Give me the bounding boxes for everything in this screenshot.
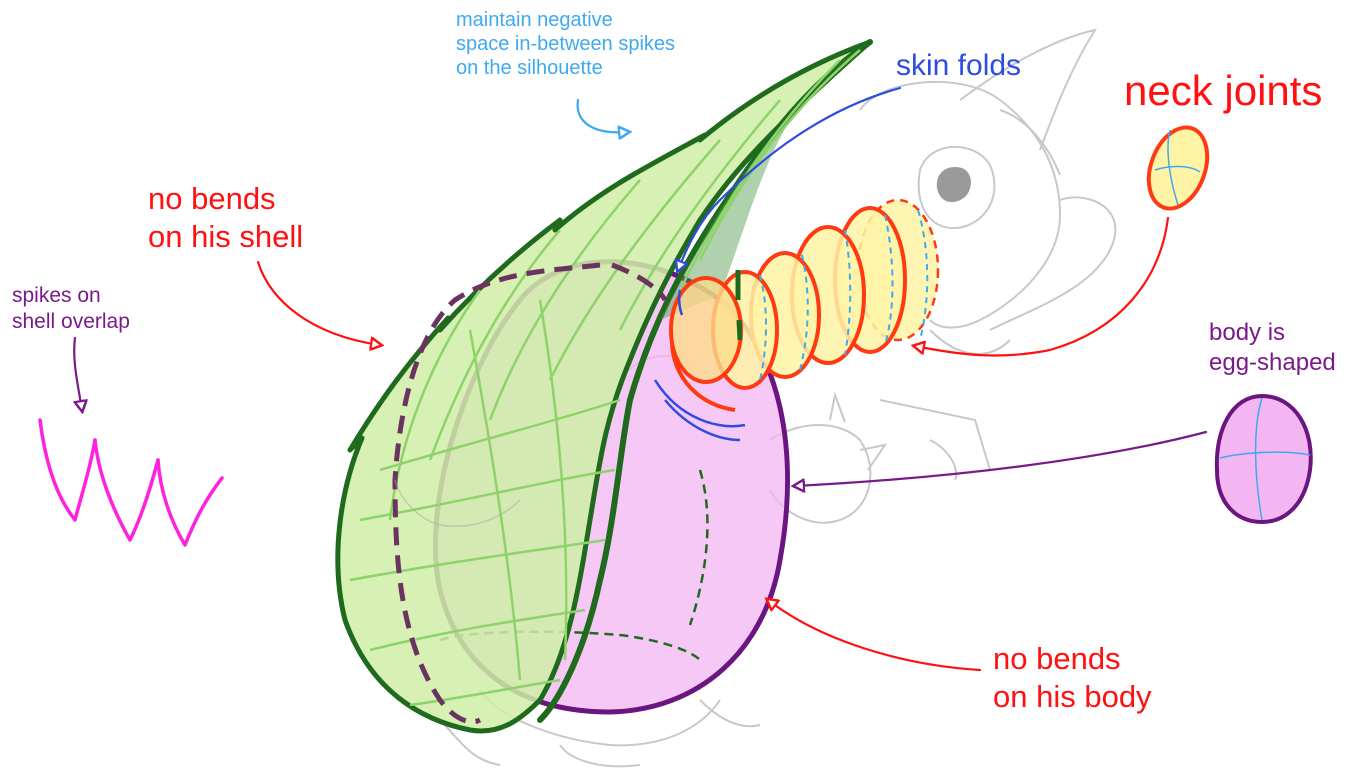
note-body-bends-line: no bends [993,640,1152,678]
note-shell-bends: no bends on his shell [148,180,303,256]
note-egg-shaped-line: body is [1209,318,1336,348]
arrow-egg-shaped [795,432,1206,486]
neck-joint-sample [1138,119,1217,216]
note-neck-joints: neck joints [1124,66,1322,116]
note-shell-bends-line: on his shell [148,218,303,256]
note-negative-space-line: maintain negative [456,8,675,32]
arrow-body-bends [768,600,980,670]
note-skin-folds: skin folds [896,48,1021,83]
note-egg-shaped: body is egg-shaped [1209,318,1336,378]
arrow-negative-space [578,100,628,132]
note-shell-bends-line: no bends [148,180,303,218]
note-spikes-overlap-line: spikes on [12,283,130,309]
note-spikes-overlap: spikes on shell overlap [12,283,130,334]
arrow-neck-joints [915,218,1168,356]
note-body-bends: no bends on his body [993,640,1152,716]
note-body-bends-line: on his body [993,678,1152,716]
note-negative-space-line: on the silhouette [456,56,675,80]
note-spikes-overlap-line: shell overlap [12,309,130,335]
note-egg-shaped-line: egg-shaped [1209,348,1336,378]
egg-sample [1217,396,1311,522]
arrow-shell-bends [258,262,380,345]
spikes-sample [40,420,222,545]
arrow-spikes-overlap [74,338,82,410]
note-negative-space-line: space in-between spikes [456,32,675,56]
creature-eye [937,167,971,202]
note-negative-space: maintain negative space in-between spike… [456,8,675,80]
